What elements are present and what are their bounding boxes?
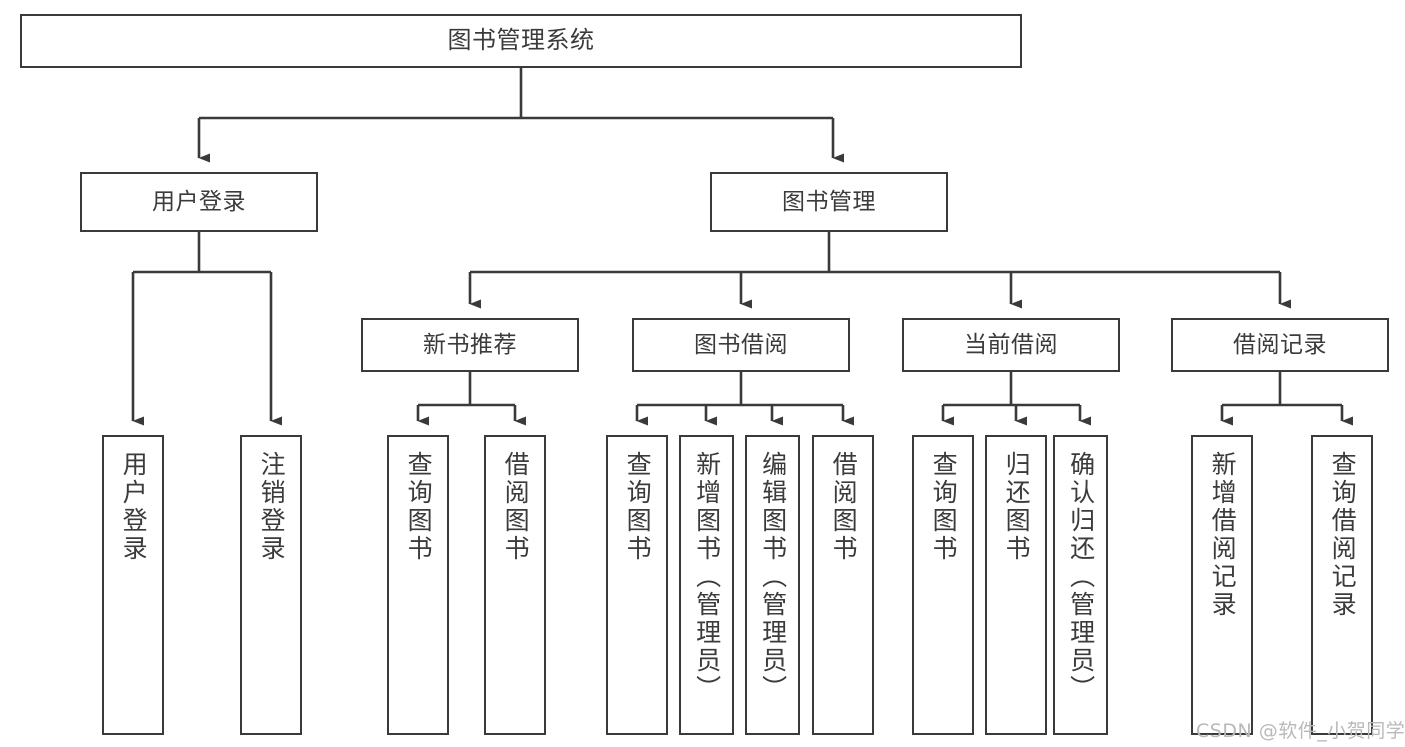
leaf-user-login[interactable]: 用户登录 (102, 435, 164, 735)
node-label: 新增借阅记录 (1208, 451, 1238, 619)
node-label: 查询图书 (929, 451, 959, 563)
node-label: 新增图书（管理员） (692, 451, 722, 703)
node-label: 归还图书 (1002, 451, 1032, 563)
node-current-borrow[interactable]: 当前借阅 (902, 318, 1120, 372)
leaf-query-book-current[interactable]: 查询图书 (912, 435, 974, 735)
node-label: 查询图书 (404, 451, 434, 563)
node-label: 确认归还（管理员） (1066, 451, 1096, 703)
node-borrow-record[interactable]: 借阅记录 (1171, 318, 1389, 372)
node-label: 新书推荐 (423, 331, 517, 358)
node-label: 借阅图书 (501, 451, 531, 563)
node-label: 图书管理系统 (447, 26, 595, 55)
node-new-book-recommend[interactable]: 新书推荐 (361, 318, 579, 372)
node-label: 借阅图书 (829, 451, 859, 563)
node-user-login[interactable]: 用户登录 (80, 172, 318, 232)
node-label: 当前借阅 (964, 331, 1058, 358)
node-label: 图书借阅 (694, 331, 788, 358)
node-label: 用户登录 (152, 188, 246, 215)
leaf-query-book-borrow[interactable]: 查询图书 (606, 435, 668, 735)
node-label: 图书管理 (782, 188, 876, 215)
leaf-confirm-return-admin[interactable]: 确认归还（管理员） (1053, 435, 1108, 735)
node-label: 借阅记录 (1233, 331, 1327, 358)
node-book-borrow[interactable]: 图书借阅 (632, 318, 850, 372)
node-root-system[interactable]: 图书管理系统 (20, 14, 1022, 68)
leaf-add-book-admin[interactable]: 新增图书（管理员） (679, 435, 734, 735)
node-label: 编辑图书（管理员） (758, 451, 788, 703)
watermark-text: CSDN @软件_小贺同学 (1196, 720, 1405, 742)
node-label: 注销登录 (257, 451, 287, 563)
node-book-management[interactable]: 图书管理 (710, 172, 948, 232)
node-label: 查询借阅记录 (1328, 451, 1358, 619)
leaf-edit-book-admin[interactable]: 编辑图书（管理员） (745, 435, 800, 735)
leaf-query-book-recommend[interactable]: 查询图书 (387, 435, 449, 735)
node-label: 用户登录 (119, 451, 149, 563)
leaf-borrow-book-recommend[interactable]: 借阅图书 (484, 435, 546, 735)
leaf-logout[interactable]: 注销登录 (240, 435, 302, 735)
node-label: 查询图书 (623, 451, 653, 563)
leaf-query-borrow-record[interactable]: 查询借阅记录 (1311, 435, 1373, 735)
leaf-add-borrow-record[interactable]: 新增借阅记录 (1191, 435, 1253, 735)
csdn-watermark: CSDN @软件_小贺同学 (1196, 716, 1405, 743)
leaf-borrow-book[interactable]: 借阅图书 (812, 435, 874, 735)
leaf-return-book[interactable]: 归还图书 (985, 435, 1047, 735)
